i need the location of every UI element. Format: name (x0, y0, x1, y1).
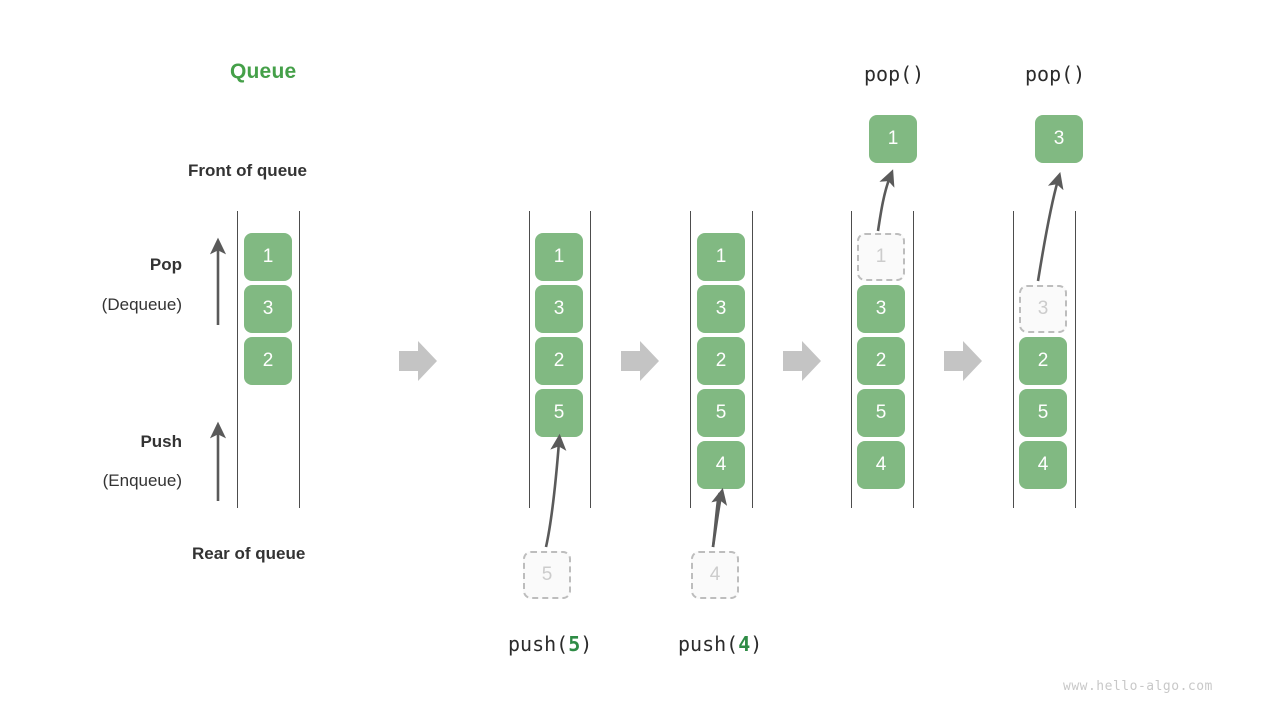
transition-arrow-4 (944, 341, 982, 381)
queue-rail-right-col2 (590, 211, 591, 508)
queue-item-ghost: 3 (1019, 285, 1067, 333)
queue-item: 3 (535, 285, 583, 333)
queue-item: 5 (535, 389, 583, 437)
popped-item: 3 (1035, 115, 1083, 163)
dequeue-label: (Dequeue) (101, 295, 182, 314)
queue-item: 1 (535, 233, 583, 281)
queue-item: 2 (697, 337, 745, 385)
push5-caption: push(5) (508, 632, 592, 656)
queue-rail-left-col2 (529, 211, 530, 508)
push5-caption-post: ) (580, 632, 593, 656)
queue-rail-right-col3 (752, 211, 753, 508)
queue-rail-left-col1 (237, 211, 238, 508)
pop2-caption: pop() (1025, 62, 1086, 86)
watermark: www.hello-algo.com (1063, 679, 1213, 694)
push4-caption-value: 4 (738, 632, 751, 656)
transition-arrow-3 (783, 341, 821, 381)
push5-arrow (544, 433, 567, 548)
queue-item-ghost: 1 (857, 233, 905, 281)
queue-item: 1 (697, 233, 745, 281)
front-of-queue-label: Front of queue (188, 161, 307, 180)
queue-item: 4 (697, 441, 745, 489)
pop1-caption: pop() (864, 62, 925, 86)
queue-item: 1 (244, 233, 292, 281)
queue-item: 4 (1019, 441, 1067, 489)
push4-caption-post: ) (750, 632, 763, 656)
pop2-arrow (1036, 171, 1064, 282)
queue-item: 5 (697, 389, 745, 437)
queue-rail-right-col5 (1075, 211, 1076, 508)
incoming-item-ghost: 4 (691, 551, 739, 599)
push5-caption-value: 5 (568, 632, 581, 656)
push5-caption-pre: push( (508, 632, 569, 656)
queue-item: 5 (857, 389, 905, 437)
queue-item: 2 (1019, 337, 1067, 385)
push-label: Push (140, 432, 182, 451)
page-title: Queue (230, 60, 297, 83)
queue-item: 2 (857, 337, 905, 385)
queue-item: 3 (244, 285, 292, 333)
popped-item: 1 (869, 115, 917, 163)
enqueue-label: (Enqueue) (102, 471, 182, 490)
pop1-arrow (876, 169, 895, 232)
queue-rail-left-col3 (690, 211, 691, 508)
queue-rail-left-col4 (851, 211, 852, 508)
rear-of-queue-label: Rear of queue (192, 544, 306, 563)
queue-item: 4 (857, 441, 905, 489)
incoming-item-ghost: 5 (523, 551, 571, 599)
pop-label: Pop (149, 255, 182, 274)
push4-caption: push(4) (678, 632, 762, 656)
queue-item: 3 (857, 285, 905, 333)
push4-arrow (711, 487, 728, 548)
queue-rail-right-col4 (913, 211, 914, 508)
queue-item: 2 (535, 337, 583, 385)
transition-arrow-2 (621, 341, 659, 381)
queue-item: 5 (1019, 389, 1067, 437)
queue-item: 2 (244, 337, 292, 385)
queue-rail-right-col1 (299, 211, 300, 508)
queue-item: 3 (697, 285, 745, 333)
transition-arrow-1 (399, 341, 437, 381)
push4-caption-pre: push( (678, 632, 739, 656)
queue-rail-left-col5 (1013, 211, 1014, 508)
